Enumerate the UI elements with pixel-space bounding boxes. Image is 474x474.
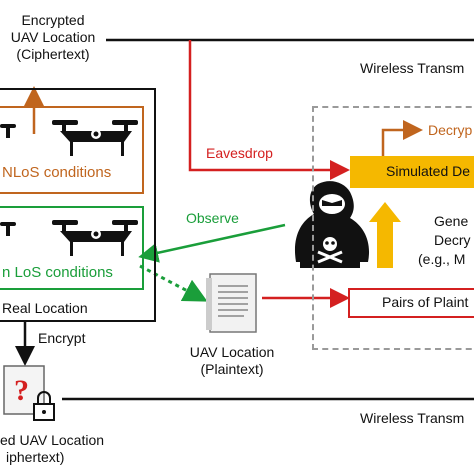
los-label: n LoS conditions (2, 264, 113, 281)
ciphertext-label-line: Encrypted (21, 12, 85, 28)
nlos-box (0, 106, 144, 194)
pairs-label: Pairs of Plaint (382, 294, 469, 310)
observe-arrow (138, 223, 286, 263)
eavesdrop-label: Eavesdrop (206, 145, 273, 161)
ciphertext-label-top: Encrypted UAV Location (Ciphertext) (0, 12, 106, 63)
general-label-line: Gene (434, 213, 469, 229)
plaintext-label-line: UAV Location (189, 344, 275, 360)
plaintext-label: UAV Location (Plaintext) (176, 344, 288, 378)
real-location-box (0, 88, 156, 322)
real-location-label: Real Location (2, 300, 88, 316)
dotted-arrow (139, 264, 208, 302)
eavesdrop-arrow (188, 40, 350, 180)
decrypt-arrow (381, 120, 423, 158)
ciphertext-label-line: UAV Location (10, 29, 96, 45)
ciphertext-label-line: iphertext) (6, 449, 65, 465)
encrypt-label: Encrypt (38, 330, 86, 346)
attacker-box (312, 106, 474, 350)
pairs-box (348, 288, 474, 318)
ciphertext-label-line: (Ciphertext) (16, 46, 90, 62)
los-box (0, 206, 144, 290)
ciphertext-label-bottom: ed UAV Location iphertext) (0, 432, 104, 466)
yellow-up-arrow (369, 202, 401, 268)
plaintext-label-line: (Plaintext) (200, 361, 264, 377)
wireless-label-bottom: Wireless Transm (360, 410, 465, 426)
wireless-label-top: Wireless Transm (360, 60, 465, 76)
decrypt-label: Decryp (428, 122, 473, 138)
general-label-line: Decry (434, 232, 471, 248)
observe-label: Observe (186, 210, 239, 226)
general-label-line: (e.g., M (418, 251, 466, 267)
general-label: Gene Decry (e.g., M (418, 212, 471, 269)
simulated-decryptor-box: Simulated De (350, 156, 474, 188)
nlos-label: NLoS conditions (2, 164, 112, 181)
ciphertext-label-line: ed UAV Location (0, 432, 105, 448)
